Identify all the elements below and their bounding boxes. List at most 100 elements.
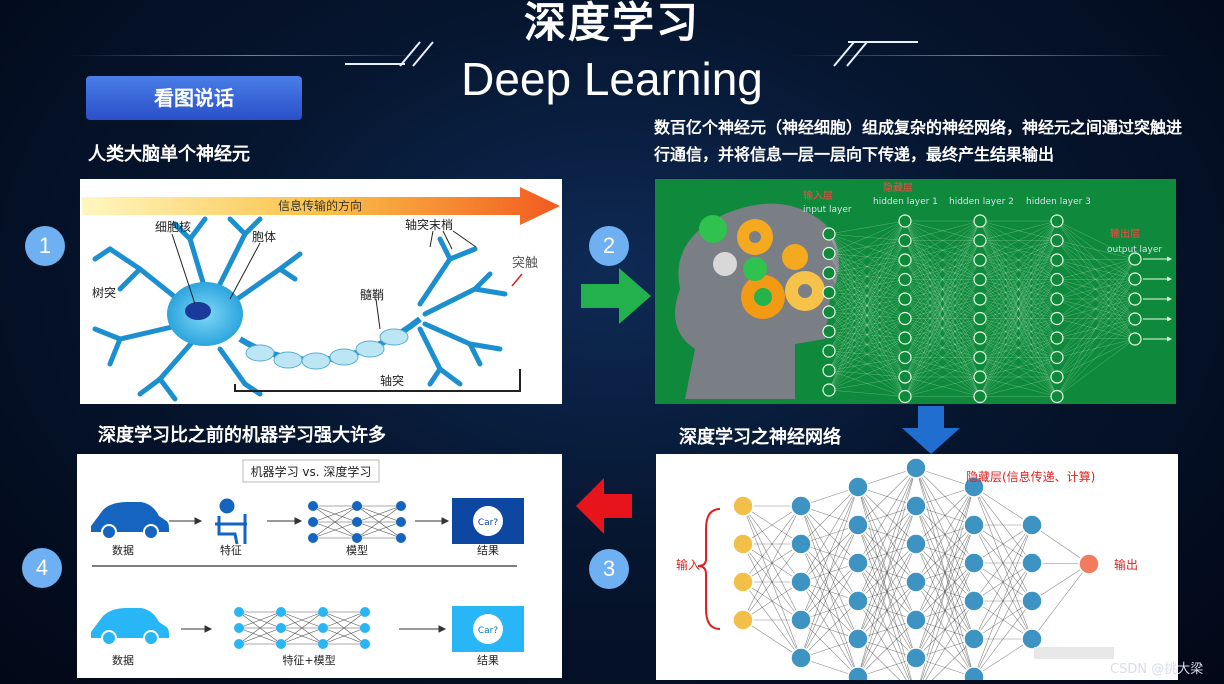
row2-features-model: 特征+模型 — [282, 653, 335, 667]
node-net2-nodes-0-7 — [822, 363, 836, 378]
label-dendrite: 树突 — [92, 285, 116, 300]
node-cmp-net1-0-2 — [308, 533, 318, 543]
node-cmp-net2-1-0 — [276, 607, 286, 617]
node-net3-nodes-3-2 — [905, 533, 927, 555]
node-cmp-net2-2-1 — [318, 623, 328, 633]
node-net3-nodes-2-1 — [847, 514, 869, 536]
node-net2-nodes-3-1 — [1050, 233, 1064, 248]
row1-result: 结果 — [477, 544, 499, 557]
nucleus — [185, 302, 211, 320]
node-net2-nodes-0-5 — [822, 324, 836, 339]
node-net3-nodes-0-1 — [732, 533, 754, 555]
node-net2-nodes-2-8 — [973, 370, 987, 384]
node-net2-nodes-3-7 — [1050, 350, 1064, 365]
node-net2-nodes-3-8 — [1050, 370, 1064, 384]
label-input-cn: 输入层 — [803, 189, 833, 202]
comparison-title: 机器学习 vs. 深度学习 — [251, 464, 372, 479]
node-net2-nodes-4-3 — [1128, 312, 1142, 326]
page-title: 深度学习 — [523, 0, 700, 47]
node-cmp-net1-0-0 — [308, 501, 318, 511]
node-net3-nodes-3-3 — [905, 571, 927, 593]
step-number-2: 2 — [589, 226, 629, 266]
node-net3-nodes-5-1 — [1021, 552, 1043, 574]
node-net3-nodes-1-2 — [790, 571, 812, 593]
node-cmp-net1-2-2 — [396, 533, 406, 543]
page-subtitle: Deep Learning — [461, 53, 763, 105]
output-arrowhead-2 — [1167, 296, 1172, 302]
node-net3-nodes-4-4 — [963, 628, 985, 650]
output-arrowhead-4 — [1167, 336, 1172, 342]
node-net2-nodes-4-0 — [1128, 252, 1142, 266]
node-net2-nodes-1-7 — [898, 350, 912, 365]
node-net3-nodes-3-4 — [905, 609, 927, 631]
brain-network-panel: 输入层 input layer 隐藏层 hidden layer 1 hidde… — [655, 179, 1176, 404]
node-net2-nodes-0-2 — [822, 266, 836, 280]
node-net3-nodes-6-0 — [1078, 553, 1100, 575]
output-arrowhead-3 — [1167, 316, 1172, 322]
node-net2-nodes-1-4 — [898, 292, 912, 306]
node-cmp-net2-3-0 — [360, 607, 370, 617]
node-net2-nodes-3-2 — [1050, 253, 1064, 267]
node-net2-nodes-1-6 — [898, 331, 912, 345]
output-arrowhead-1 — [1167, 276, 1172, 282]
label-synapse: 突触 — [512, 255, 538, 271]
node-net3-nodes-0-0 — [732, 495, 754, 517]
node-cmp-net2-3-2 — [360, 639, 370, 649]
label-hidden-cn: 隐藏层 — [883, 182, 913, 194]
node-net2-nodes-1-9 — [898, 389, 912, 404]
node-net3-nodes-5-2 — [1021, 590, 1043, 612]
node-net3-nodes-5-3 — [1021, 628, 1043, 650]
header-line-right — [790, 55, 1170, 56]
node-net2-nodes-1-0 — [898, 214, 912, 228]
arrow-down-icon — [902, 406, 960, 454]
deep-network-panel: 输入 输出 隐藏层(信息传递、计算) — [656, 454, 1178, 680]
node-net2-nodes-0-0 — [822, 227, 836, 241]
node-net3-nodes-1-3 — [790, 609, 812, 631]
label-soma: 胞体 — [252, 230, 276, 244]
node-net2-nodes-3-6 — [1050, 331, 1064, 345]
node-net2-nodes-3-5 — [1050, 311, 1064, 326]
node-cmp-net1-1-2 — [352, 533, 362, 543]
node-net3-nodes-5-0 — [1021, 514, 1043, 536]
node-net3-nodes-3-5 — [905, 647, 927, 669]
node-net2-nodes-3-9 — [1050, 389, 1064, 404]
row2-data: 数据 — [112, 653, 134, 667]
node-net3-nodes-1-0 — [790, 495, 812, 517]
node-net2-nodes-0-6 — [822, 344, 836, 358]
node-net3-nodes-2-5 — [847, 666, 869, 680]
node-cmp-net2-0-2 — [234, 639, 244, 649]
label-hidden3: hidden layer 3 — [1026, 197, 1091, 207]
node-cmp-net1-2-0 — [396, 501, 406, 511]
label-hidden: 隐藏层(信息传递、计算) — [966, 469, 1095, 484]
label-terminals: 轴突末梢 — [405, 217, 453, 232]
step-number-1: 1 — [25, 226, 65, 266]
node-net2-nodes-2-1 — [973, 233, 987, 248]
header-slash-left-icon — [345, 41, 434, 67]
node-cmp-net2-1-1 — [276, 623, 286, 633]
node-net3-nodes-4-5 — [963, 666, 985, 680]
node-net2-nodes-1-2 — [898, 253, 912, 267]
arrow-left-icon — [576, 478, 632, 534]
node-cmp-net2-2-0 — [318, 607, 328, 617]
row2-result: 结果 — [477, 654, 499, 667]
node-net2-nodes-4-2 — [1128, 292, 1142, 306]
node-net3-nodes-2-4 — [847, 628, 869, 650]
node-net2-nodes-2-0 — [973, 214, 987, 228]
label-output-cn: 输出层 — [1110, 227, 1140, 240]
section-tag: 看图说话 — [86, 76, 302, 120]
node-net2-nodes-2-3 — [973, 272, 987, 287]
arrow-right-icon — [581, 268, 651, 324]
label-input-en: input layer — [803, 205, 852, 215]
label-nucleus: 细胞核 — [155, 220, 191, 234]
step-number-4: 4 — [22, 548, 62, 588]
node-net2-nodes-1-5 — [898, 311, 912, 326]
node-net2-nodes-2-4 — [973, 292, 987, 306]
node-net2-nodes-2-9 — [973, 389, 987, 404]
node-net2-nodes-4-1 — [1128, 272, 1142, 286]
node-net2-nodes-0-1 — [822, 246, 836, 261]
result-text-1: Car? — [478, 518, 498, 528]
node-net3-nodes-4-2 — [963, 552, 985, 574]
node-net2-nodes-1-1 — [898, 233, 912, 248]
node-net3-nodes-4-0 — [963, 476, 985, 498]
label-myelin: 髓鞘 — [360, 288, 384, 302]
